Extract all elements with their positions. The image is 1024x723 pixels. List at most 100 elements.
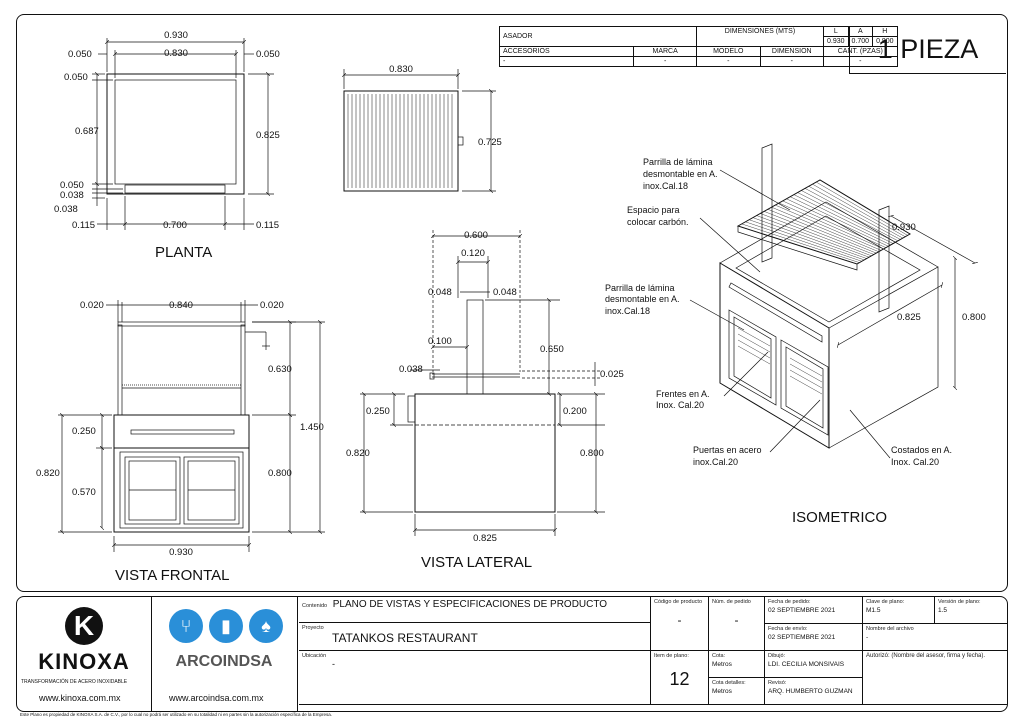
kinoxa-logo-area: K KINOXA TRANSFORMACIÓN DE ACERO INOXIDA… bbox=[17, 597, 152, 711]
contenido-value: PLANO DE VISTAS Y ESPECIFICACIONES DE PR… bbox=[332, 599, 608, 610]
fecha-envio-cell: Fecha de envío: 02 SEPTIEMBRE 2021 bbox=[765, 624, 863, 651]
codigo-cell: Código de producto - bbox=[651, 597, 709, 651]
dim-iso-0825: 0.825 bbox=[897, 312, 921, 323]
dim-lateral-0120: 0.120 bbox=[461, 248, 485, 259]
codigo-value: - bbox=[677, 613, 682, 627]
marca-value: - bbox=[633, 56, 697, 67]
annot-costados-l2: Inox. Cal.20 bbox=[891, 457, 939, 467]
reviso-cell: Revisó: ARQ. HUMBERTO GUZMAN bbox=[765, 678, 863, 705]
cota-detalles-cell: Cota detalles: Metros bbox=[709, 678, 765, 705]
dim-planta-0700: 0.700 bbox=[163, 220, 187, 231]
dim-frontal-0020a: 0.020 bbox=[80, 300, 104, 311]
annot-frentes-l2: Inox. Cal.20 bbox=[656, 400, 704, 410]
dim-iso-0800: 0.800 bbox=[962, 312, 986, 323]
parrilla-view bbox=[344, 69, 496, 191]
title-block: K KINOXA TRANSFORMACIÓN DE ACERO INOXIDA… bbox=[16, 596, 1008, 712]
clave-value: M1.5 bbox=[866, 607, 881, 614]
fecha-pedido-cell: Fecha de pedido: 02 SEPTIEMBRE 2021 bbox=[765, 597, 863, 624]
dim-lateral-0100: 0.100 bbox=[428, 336, 452, 347]
dim-lateral-0800: 0.800 bbox=[580, 448, 604, 459]
dim-planta-0930: 0.930 bbox=[164, 30, 188, 41]
autorizo-label: Autorizó: (Nombre del asesor, firma y fe… bbox=[866, 653, 986, 659]
dim-lateral-0038: 0.038 bbox=[399, 364, 423, 375]
annot-puertas-l1: Puertas en acero bbox=[693, 445, 762, 455]
dim-lateral-0048b: 0.048 bbox=[493, 287, 517, 298]
dim-frontal-0020b: 0.020 bbox=[260, 300, 284, 311]
dim-planta-0050d: 0.050 bbox=[60, 180, 84, 191]
archivo-cell: Nombre del archivo - bbox=[863, 624, 1007, 651]
isometrico-view bbox=[689, 143, 975, 459]
dim-frontal-0630: 0.630 bbox=[268, 364, 292, 375]
accesorios-value: - bbox=[498, 56, 635, 67]
archivo-value: - bbox=[866, 634, 869, 641]
dim-lateral-0825: 0.825 bbox=[473, 533, 497, 544]
annot-espacio-l2: colocar carbón. bbox=[627, 217, 689, 227]
annot-parrilla2-l3: inox.Cal.18 bbox=[605, 306, 650, 316]
dim-planta-0825: 0.825 bbox=[256, 130, 280, 141]
dim-planta-0830: 0.830 bbox=[164, 48, 188, 59]
annot-espacio-l1: Espacio para bbox=[627, 205, 680, 215]
fork-icon: ⑂ bbox=[169, 609, 203, 643]
annot-parrilla2-l1: Parrilla de lámina bbox=[605, 283, 675, 293]
arcoindsa-name: ARCOINDSA bbox=[175, 653, 273, 670]
dim-parrilla-0725: 0.725 bbox=[478, 137, 502, 148]
fecha-pedido-value: 02 SEPTIEMBRE 2021 bbox=[768, 607, 836, 614]
dim-lateral-0250: 0.250 bbox=[366, 406, 390, 417]
annot-parrilla1-l3: inox.Cal.18 bbox=[643, 181, 688, 191]
dim-planta-0115a: 0.115 bbox=[72, 220, 95, 231]
spec-table: ASADOR DIMENSIONES (MTS) L A H 0.930 0.7… bbox=[498, 26, 898, 67]
dim-frontal-0930: 0.930 bbox=[169, 547, 193, 558]
dim-lateral-0048a: 0.048 bbox=[428, 287, 452, 298]
planta-title: PLANTA bbox=[155, 244, 212, 261]
arcoindsa-logo-area: ⑂ ▮ ♠ ARCOINDSA www.arcoindsa.com.mx bbox=[151, 597, 298, 711]
dim-frontal-0800: 0.800 bbox=[268, 468, 292, 479]
ubicacion-value: - bbox=[332, 659, 335, 669]
vista-frontal-title: VISTA FRONTAL bbox=[115, 567, 229, 584]
dim-lateral-0025: 0.025 bbox=[600, 369, 624, 380]
cota-detalles-value: Metros bbox=[712, 688, 732, 695]
dim-frontal-0840: 0.840 bbox=[169, 300, 193, 311]
dim-lateral-0820: 0.820 bbox=[346, 448, 370, 459]
vista-lateral-title: VISTA LATERAL bbox=[421, 554, 532, 571]
pieza-label: 1 PIEZA bbox=[849, 26, 1006, 74]
dim-frontal-0250: 0.250 bbox=[72, 426, 96, 437]
version-cell: Versión de plano: 1.5 bbox=[935, 597, 1007, 624]
dim-planta-0038a: 0.038 bbox=[60, 190, 84, 201]
dim-frontal-1450: 1.450 bbox=[300, 422, 324, 433]
cota-value: Metros bbox=[712, 661, 732, 668]
cant-value: - bbox=[823, 56, 898, 67]
dim-lateral-0600: 0.600 bbox=[464, 230, 488, 241]
reviso-value: ARQ. HUMBERTO GUZMAN bbox=[768, 688, 853, 695]
footer-disclaimer: Este Plano es propiedad de KINOXA S.A. d… bbox=[20, 712, 333, 717]
annot-parrilla1-l2: desmontable en A. bbox=[643, 169, 718, 179]
dibujo-value: LDI. CECILIA MONSIVAIS bbox=[768, 661, 845, 668]
dim-planta-0687: 0.687 bbox=[75, 126, 99, 137]
pedido-cell: Núm. de pedido - bbox=[709, 597, 765, 651]
dim-planta-0050a: 0.050 bbox=[68, 49, 92, 60]
isometrico-title: ISOMETRICO bbox=[792, 509, 887, 526]
arcoindsa-web: www.arcoindsa.com.mx bbox=[169, 693, 264, 703]
ubicacion-cell: Ubicación - bbox=[299, 651, 651, 705]
contenido-cell: Contenido PLANO DE VISTAS Y ESPECIFICACI… bbox=[299, 597, 651, 623]
dim-lateral-0650: 0.650 bbox=[540, 344, 564, 355]
item-cell: Item de plano: 12 bbox=[651, 651, 709, 705]
proyecto-value: TATANKOS RESTAURANT bbox=[332, 631, 478, 645]
annot-frentes-l1: Frentes en A. bbox=[656, 389, 710, 399]
annot-parrilla2-l2: desmontable en A. bbox=[605, 294, 680, 304]
annot-puertas-l2: inox.Cal.20 bbox=[693, 457, 738, 467]
cota-cell: Cota: Metros bbox=[709, 651, 765, 678]
dim-parrilla-0830: 0.830 bbox=[389, 64, 413, 75]
annot-parrilla1-l1: Parrilla de lámina bbox=[643, 157, 713, 167]
dim-planta-0038b: 0.038 bbox=[54, 204, 78, 215]
dim-iso-0930: 0.930 bbox=[892, 222, 916, 233]
item-value: 12 bbox=[669, 669, 690, 689]
version-value: 1.5 bbox=[938, 607, 948, 614]
bottle-icon: ▮ bbox=[209, 609, 243, 643]
dim-planta-0050c: 0.050 bbox=[64, 72, 88, 83]
dim-planta-0050b: 0.050 bbox=[256, 49, 280, 60]
spoon-icon: ♠ bbox=[249, 609, 283, 643]
kinoxa-k-icon: K bbox=[65, 607, 103, 645]
dim-frontal-0820: 0.820 bbox=[36, 468, 60, 479]
clave-cell: Clave de plano: M1.5 bbox=[863, 597, 935, 624]
